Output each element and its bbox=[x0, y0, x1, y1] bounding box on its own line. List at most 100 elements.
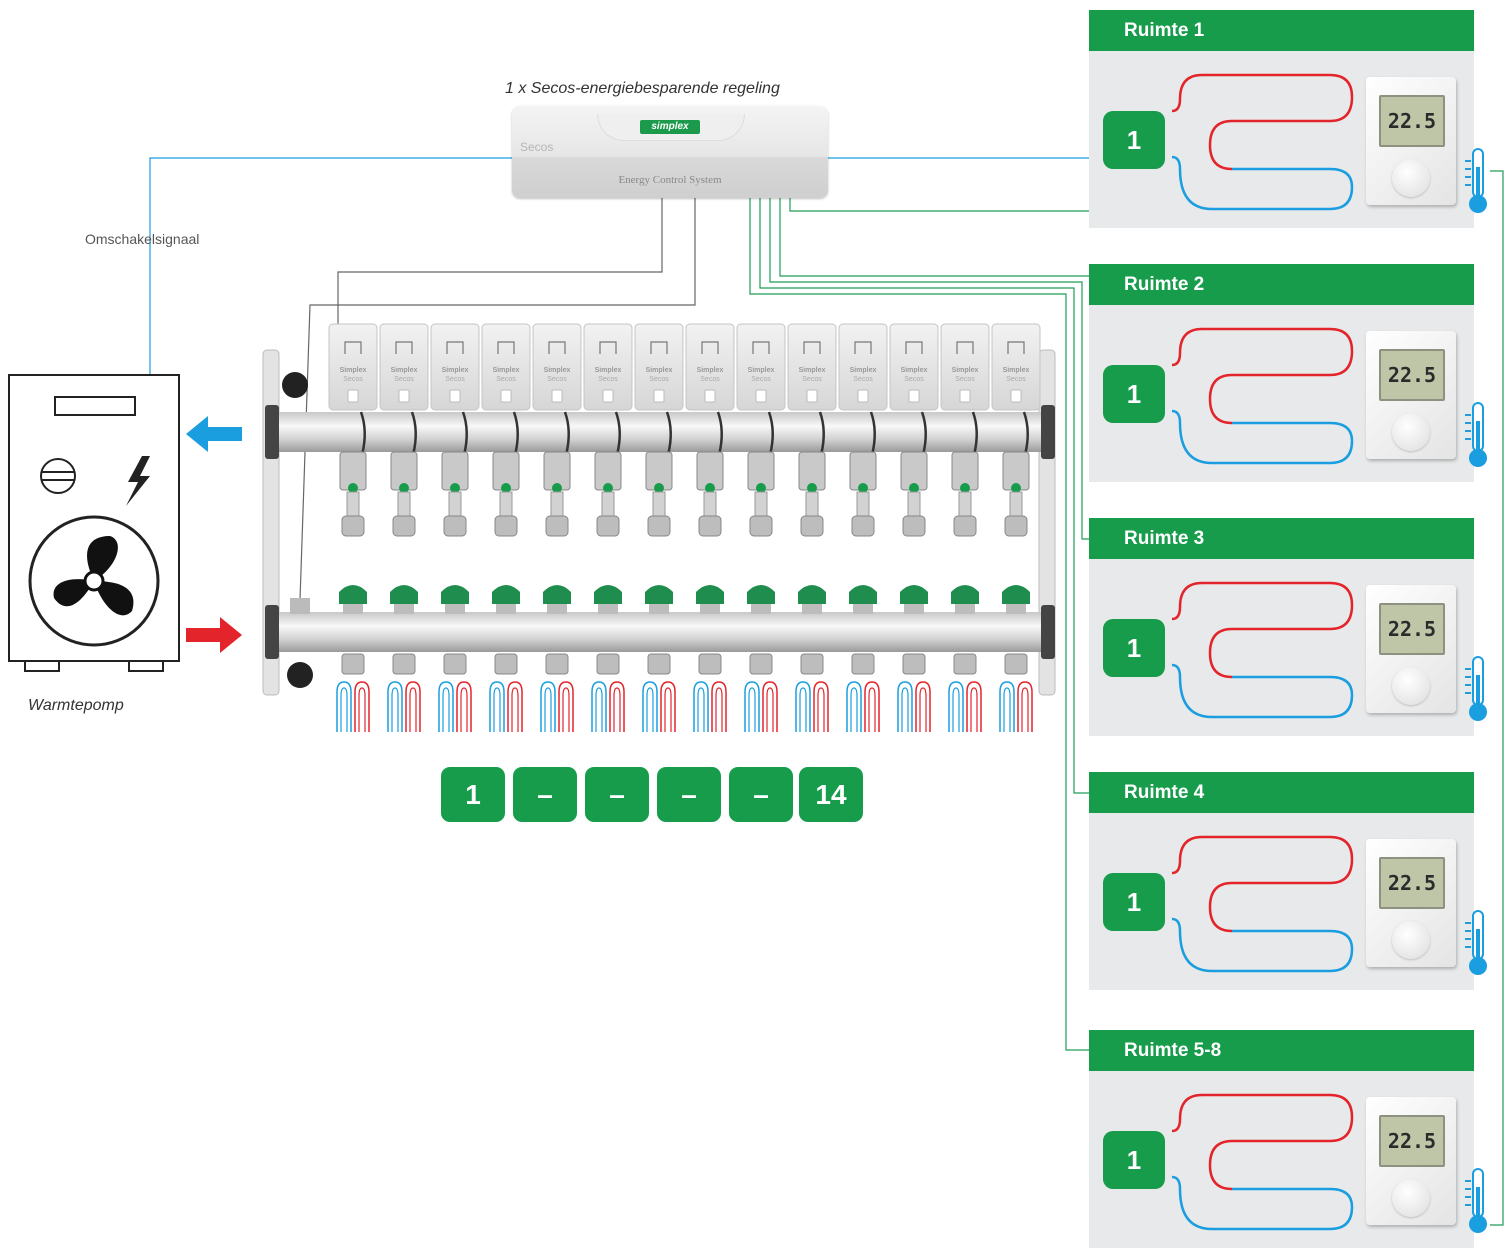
room-thermostat: 22.5 bbox=[1366, 77, 1456, 205]
room-thermostat: 22.5 bbox=[1366, 331, 1456, 459]
svg-text:Simplex: Simplex bbox=[340, 367, 367, 374]
thermostat-display: 22.5 bbox=[1379, 95, 1445, 147]
thermostat-knob bbox=[1392, 159, 1430, 197]
manifold: SimplexSecosSimplexSecosSimplexSecosSimp… bbox=[262, 323, 1056, 732]
thermometer-icon bbox=[1465, 1168, 1487, 1233]
heat-pump bbox=[8, 374, 180, 672]
room-title: Ruimte 2 bbox=[1089, 264, 1474, 305]
thermometer-icon bbox=[1465, 656, 1487, 721]
return-bar bbox=[273, 612, 1048, 652]
svg-text:Simplex: Simplex bbox=[646, 367, 673, 374]
room-thermostat: 22.5 bbox=[1366, 585, 1456, 713]
svg-text:Simplex: Simplex bbox=[544, 367, 571, 374]
fan-icon bbox=[53, 536, 134, 616]
svg-text:Simplex: Simplex bbox=[391, 367, 418, 374]
svg-text:Simplex: Simplex bbox=[799, 367, 826, 374]
secos-wordmark: Secos bbox=[520, 140, 554, 154]
zone-badge: 1 bbox=[1103, 873, 1165, 931]
svg-text:Simplex: Simplex bbox=[595, 367, 622, 374]
svg-text:Secos: Secos bbox=[649, 376, 669, 383]
circuit-badge-2: – bbox=[513, 767, 577, 822]
room-title: Ruimte 4 bbox=[1089, 772, 1474, 813]
secos-controller: simplex Secos Energy Control System bbox=[512, 106, 828, 198]
room2-bus-wire bbox=[779, 198, 1089, 277]
heating-loop bbox=[1171, 581, 1354, 719]
svg-text:Secos: Secos bbox=[496, 376, 516, 383]
thermometer-icon bbox=[1465, 910, 1487, 975]
heating-loop bbox=[1171, 835, 1354, 973]
room3-bus-wire bbox=[769, 198, 1089, 540]
svg-text:Simplex: Simplex bbox=[901, 367, 928, 374]
room4-bus-wire bbox=[759, 198, 1089, 794]
room-thermostat: 22.5 bbox=[1366, 1097, 1456, 1225]
thermostat-display: 22.5 bbox=[1379, 1115, 1445, 1167]
actuator-wire-a bbox=[337, 198, 663, 325]
compressor-icon bbox=[40, 458, 76, 494]
device-label: Energy Control System bbox=[618, 174, 722, 186]
return-arrow-icon bbox=[186, 617, 242, 653]
thermometer-icon bbox=[1465, 402, 1487, 467]
svg-text:Secos: Secos bbox=[598, 376, 618, 383]
circuit-badge-6: 14 bbox=[799, 767, 863, 822]
svg-text:Simplex: Simplex bbox=[748, 367, 775, 374]
thermometer-icon bbox=[1465, 148, 1487, 213]
supply-arrow-icon bbox=[186, 416, 242, 452]
heating-loop bbox=[1171, 1093, 1354, 1231]
zone-badge: 1 bbox=[1103, 365, 1165, 423]
controller-caption: 1 x Secos-energiebesparende regeling bbox=[505, 80, 780, 97]
svg-text:Secos: Secos bbox=[802, 376, 822, 383]
lightning-icon bbox=[126, 456, 150, 506]
room1-bus-wire bbox=[789, 198, 1089, 212]
thermostat-display: 22.5 bbox=[1379, 349, 1445, 401]
room5-bus-wire bbox=[749, 198, 1089, 1051]
supply-bar bbox=[273, 412, 1048, 452]
zone-badge: 1 bbox=[1103, 619, 1165, 677]
switchover-signal-wire bbox=[149, 157, 512, 374]
switchover-signal-label: Omschakelsignaal bbox=[85, 231, 200, 247]
svg-text:Simplex: Simplex bbox=[850, 367, 877, 374]
svg-text:Simplex: Simplex bbox=[952, 367, 979, 374]
svg-text:Secos: Secos bbox=[445, 376, 465, 383]
svg-text:Secos: Secos bbox=[547, 376, 567, 383]
sensor-bracket-wire bbox=[1490, 170, 1504, 1226]
zone-badge: 1 bbox=[1103, 1131, 1165, 1189]
svg-text:Simplex: Simplex bbox=[697, 367, 724, 374]
svg-text:Secos: Secos bbox=[853, 376, 873, 383]
pump-display bbox=[54, 396, 136, 416]
fan-housing bbox=[28, 515, 160, 647]
zone-badge: 1 bbox=[1103, 111, 1165, 169]
heating-loop bbox=[1171, 327, 1354, 465]
thermostat-display: 22.5 bbox=[1379, 603, 1445, 655]
circuit-badge-4: – bbox=[657, 767, 721, 822]
room-title: Ruimte 3 bbox=[1089, 518, 1474, 559]
svg-text:Secos: Secos bbox=[394, 376, 414, 383]
heating-loop bbox=[1171, 73, 1354, 211]
thermostat-knob bbox=[1392, 1179, 1430, 1217]
thermostat-display: 22.5 bbox=[1379, 857, 1445, 909]
simplex-logo: simplex bbox=[640, 120, 700, 134]
svg-text:Secos: Secos bbox=[751, 376, 771, 383]
thermostat-knob bbox=[1392, 413, 1430, 451]
actuator-wire-b bbox=[299, 198, 696, 601]
circuit-badge-3: – bbox=[585, 767, 649, 822]
svg-text:Simplex: Simplex bbox=[442, 367, 469, 374]
room-title: Ruimte 5-8 bbox=[1089, 1030, 1474, 1071]
heat-pump-label: Warmtepomp bbox=[28, 697, 124, 714]
svg-text:Simplex: Simplex bbox=[1003, 367, 1030, 374]
svg-text:Secos: Secos bbox=[700, 376, 720, 383]
pump-graphics bbox=[28, 456, 160, 647]
circuit-badge-1: 1 bbox=[441, 767, 505, 822]
